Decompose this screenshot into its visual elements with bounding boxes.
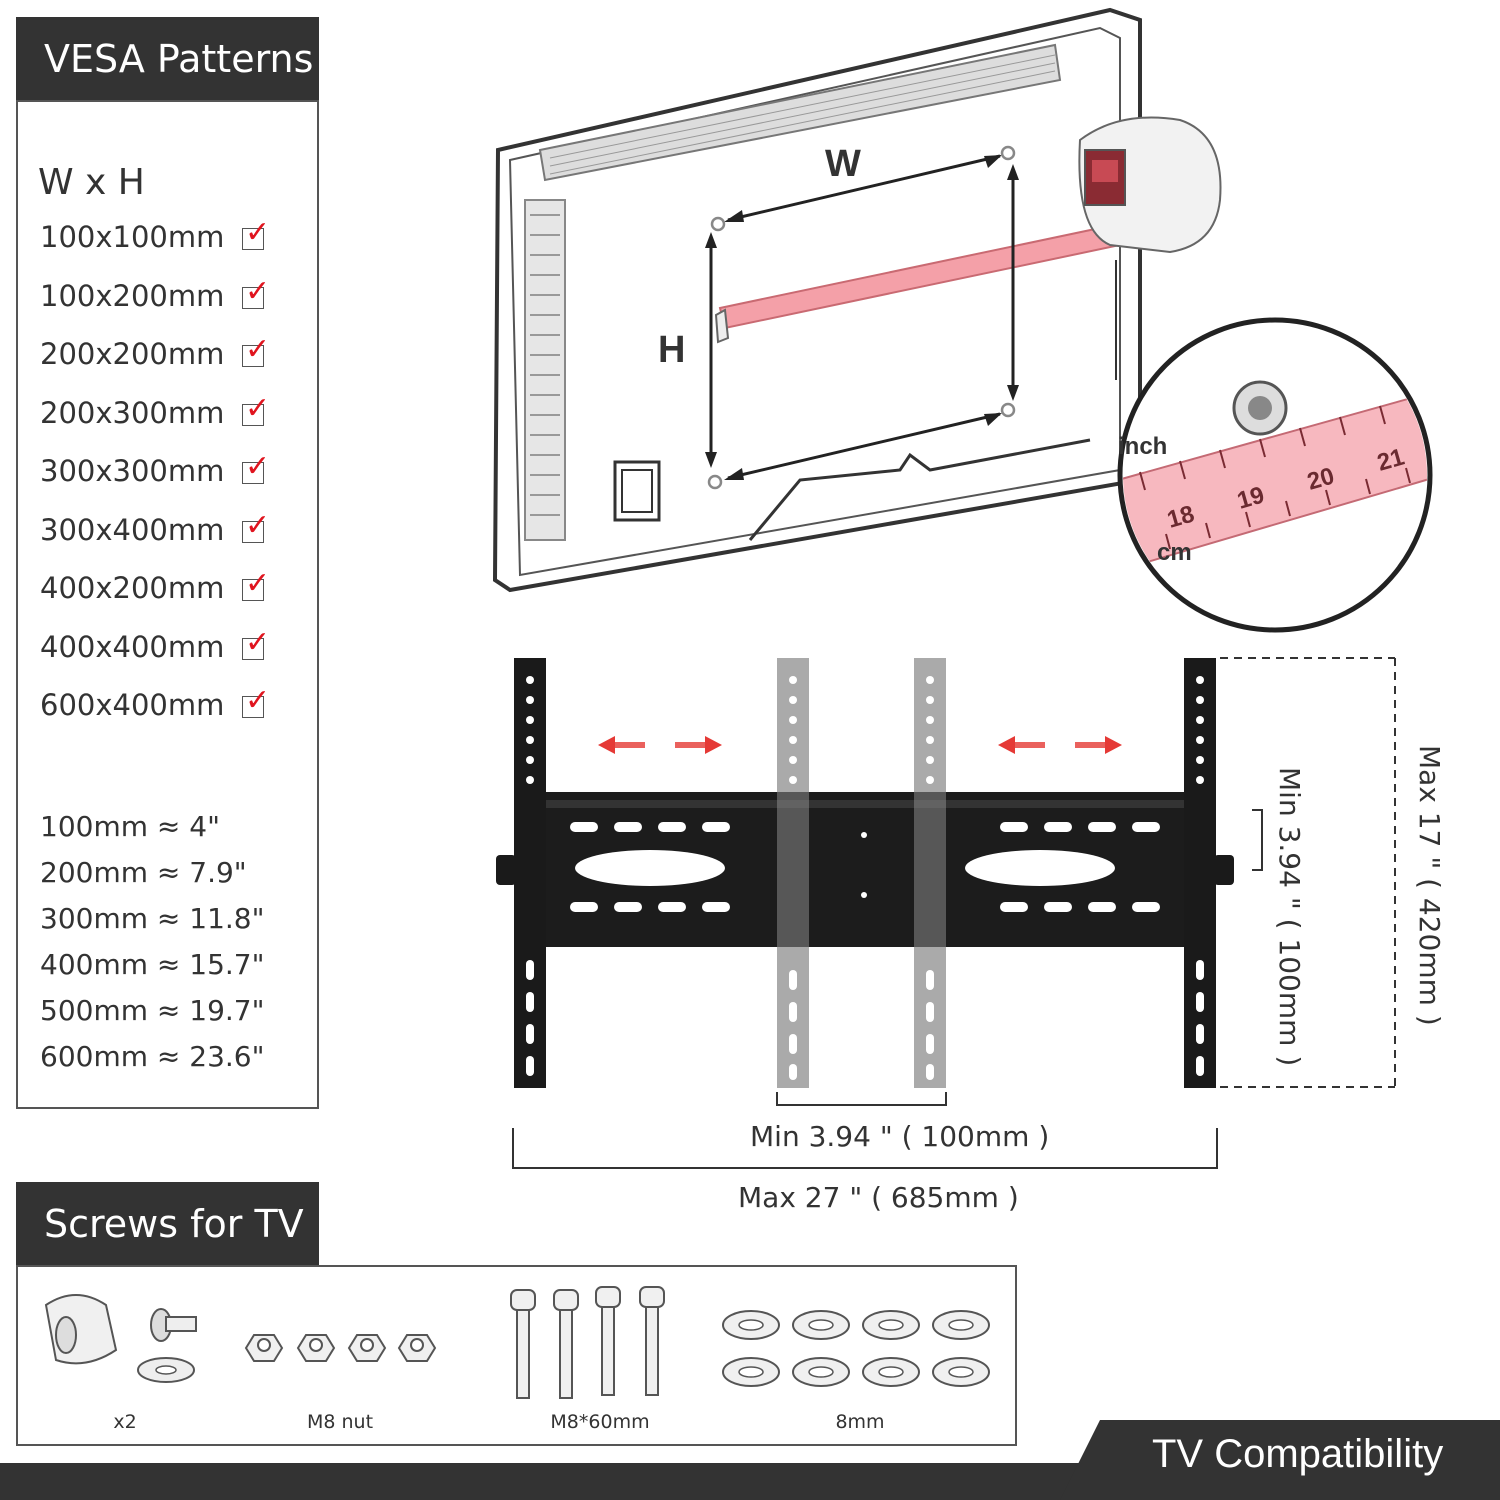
conversion-item: 500mm ≈ 19.7" — [40, 994, 265, 1027]
w-label: W — [825, 143, 861, 185]
check-icon: ✓ — [242, 566, 270, 601]
footer-title: TV Compatibility — [1152, 1432, 1444, 1476]
conversion-item: 600mm ≈ 23.6" — [40, 1040, 265, 1073]
mount-bracket-diagram — [496, 657, 1396, 1169]
vesa-pattern-item: 400x400mm — [40, 629, 225, 664]
checkmark-icon: ✓ — [245, 332, 271, 367]
check-icon: ✓ — [242, 508, 270, 543]
m8-bolt-icons — [510, 1286, 665, 1399]
vesa-pattern-item: 100x200mm — [40, 278, 225, 313]
check-icon: ✓ — [242, 625, 270, 660]
max-height-label: Max 17 " ( 420mm ) — [1413, 745, 1446, 1026]
vesa-panel-title: VESA Patterns — [16, 17, 319, 101]
check-icon: ✓ — [242, 215, 270, 250]
screws-panel — [16, 1265, 1017, 1446]
top-vent — [538, 43, 1062, 182]
m8-nut-icons — [244, 1334, 437, 1362]
check-icon: ✓ — [242, 332, 270, 367]
vesa-pattern-item: 100x100mm — [40, 220, 225, 254]
carriage-bolt-icon — [150, 1308, 197, 1342]
vesa-panel: W x H 100x100mm ✓ 100x200mm ✓ 200x200mm ✓ 200x… — [16, 100, 319, 1109]
adjust-arrows-left — [598, 736, 722, 754]
conversion-item: 100mm ≈ 4" — [40, 810, 220, 843]
conversion-item: 200mm ≈ 7.9" — [40, 856, 247, 889]
checkmark-icon: ✓ — [245, 273, 271, 309]
check-icon: ✓ — [242, 683, 270, 718]
check-icon: ✓ — [242, 274, 270, 309]
vesa-pattern-item: 300x300mm — [40, 454, 225, 488]
max-width-label: Max 27 " ( 685mm ) — [738, 1181, 1019, 1214]
tv-arm-left — [514, 658, 546, 1088]
vesa-pattern-item: 200x300mm — [40, 395, 225, 430]
h-label: H — [658, 329, 685, 371]
side-vent — [524, 199, 566, 541]
checkmark-icon: ✓ — [245, 624, 271, 660]
hardware-illustrations — [44, 1286, 990, 1399]
caption-m8-bolt: M8*60mm — [550, 1411, 650, 1433]
vesa-title-text: VESA Patterns — [44, 37, 314, 81]
conversion-item: 400mm ≈ 15.7" — [40, 948, 265, 981]
check-icon: ✓ — [242, 391, 270, 426]
checkmark-icon: ✓ — [245, 449, 271, 484]
screws-panel-title: Screws for TV — [16, 1182, 319, 1266]
8mm-washer-icons — [722, 1310, 990, 1387]
adjust-arrows-right — [998, 736, 1122, 754]
vesa-pattern-item: 600x400mm — [40, 688, 225, 722]
checkmark-icon: ✓ — [245, 390, 271, 426]
tape-measure-icon — [1078, 116, 1222, 254]
footer-tab — [1060, 1420, 1500, 1500]
conversion-item: 300mm ≈ 11.8" — [40, 902, 265, 935]
tilt-knob-left — [496, 855, 516, 885]
checkmark-icon: ✓ — [245, 566, 271, 601]
cm-label: cm — [1157, 539, 1192, 566]
screws-title-text: Screws for TV — [44, 1202, 304, 1246]
tv-back-diagram: W H inch cm 18 19 20 21 — [492, 7, 1433, 633]
spacer-knob-icon — [44, 1294, 118, 1365]
min-spacing-label: Min 3.94 " ( 100mm ) — [750, 1120, 1050, 1153]
min-height-label: Min 3.94 " ( 100mm ) — [1273, 767, 1306, 1067]
vesa-header: W x H — [38, 162, 145, 203]
caption-m8-nut: M8 nut — [306, 1411, 374, 1433]
check-icon: ✓ — [242, 449, 270, 484]
w-arrow — [727, 154, 1001, 222]
tilt-knob-right — [1214, 855, 1234, 885]
vesa-pattern-item: 400x200mm — [40, 571, 225, 605]
vesa-pattern-item: 300x400mm — [40, 512, 225, 547]
checkmark-icon: ✓ — [245, 683, 271, 718]
checkmark-icon: ✓ — [245, 507, 271, 543]
washer-icon — [137, 1357, 195, 1383]
caption-8mm: 8mm — [835, 1411, 885, 1433]
tv-arm-right — [1184, 658, 1216, 1088]
caption-x2: x2 — [113, 1411, 137, 1433]
checkmark-icon: ✓ — [245, 215, 271, 250]
inch-label: inch — [1118, 433, 1167, 460]
vesa-pattern-item: 200x200mm — [40, 337, 225, 371]
